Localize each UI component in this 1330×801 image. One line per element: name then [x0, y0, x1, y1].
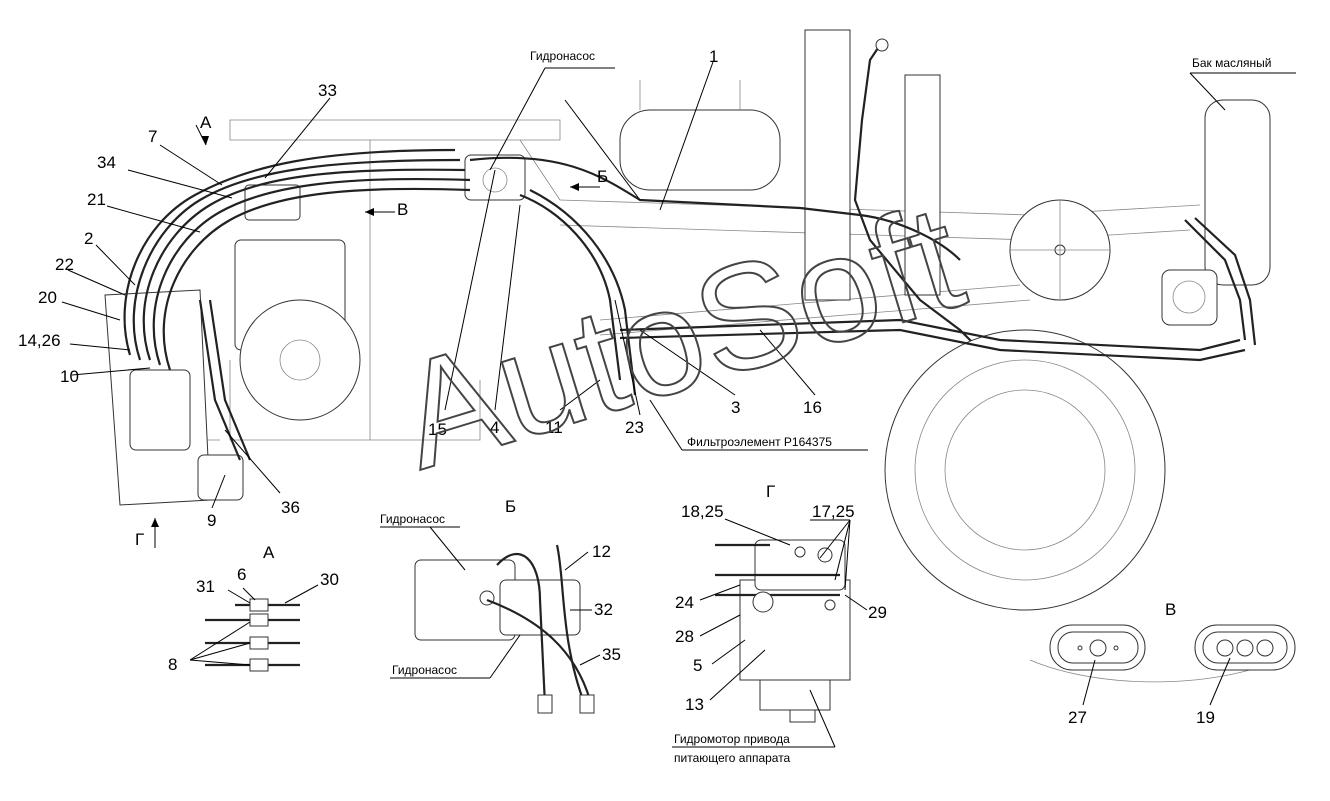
view-a-detail: А	[263, 543, 275, 562]
callout-7: 7	[148, 127, 157, 146]
caption-pump-top: Гидронасос	[530, 49, 595, 63]
callout-11: 11	[545, 418, 563, 437]
hose-bundle	[123, 148, 1257, 461]
engine-block	[234, 239, 361, 421]
vertical-column	[804, 29, 976, 346]
tire	[884, 329, 1166, 611]
callout-13: 13	[685, 695, 704, 714]
callout-9: 9	[207, 511, 216, 530]
callout-22: 22	[55, 255, 74, 274]
view-b-main: Б	[597, 167, 608, 186]
callout-14-26: 14,26	[18, 331, 61, 350]
air-tank	[619, 80, 781, 191]
callout-27: 27	[1068, 708, 1087, 727]
view-v-main: В	[397, 200, 408, 219]
callout-23: 23	[625, 418, 644, 437]
callout-3: 3	[731, 398, 740, 417]
caption-pump-b-upper: Гидронасос	[380, 512, 445, 526]
view-g-detail: Г	[766, 482, 775, 501]
view-g-main: Г	[135, 530, 144, 549]
callout-21: 21	[87, 190, 106, 209]
section-arrows	[151, 124, 600, 548]
callout-12: 12	[592, 542, 611, 561]
view-b-detail: Б	[505, 497, 516, 516]
callout-4: 4	[490, 418, 499, 437]
callout-15: 15	[428, 420, 447, 439]
top-pump	[464, 154, 526, 201]
callout-18-25: 18,25	[681, 502, 724, 521]
callout-20: 20	[38, 288, 57, 307]
detail-v: В 27 19	[1029, 600, 1296, 727]
callout-28: 28	[675, 627, 694, 646]
callout-33: 33	[318, 81, 337, 100]
leader-lines	[61, 61, 1296, 509]
callout-34: 34	[97, 153, 116, 172]
fan-wheel	[1009, 199, 1111, 301]
callout-8: 8	[168, 655, 177, 674]
view-a-main: А	[200, 113, 212, 132]
detail-a: А 31 6 30 8	[168, 543, 339, 674]
caption-filter: Фильтроэлемент Р164375	[687, 435, 832, 449]
callout-19: 19	[1196, 708, 1215, 727]
callout-24: 24	[675, 593, 694, 612]
callout-6: 6	[237, 565, 246, 584]
callout-31: 31	[196, 577, 215, 596]
callout-17-25: 17,25	[812, 502, 855, 521]
callout-29: 29	[868, 603, 887, 622]
left-assembly	[104, 289, 244, 506]
callout-32: 32	[594, 600, 613, 619]
callout-10: 10	[60, 367, 79, 386]
caption-motor-line2: питающего аппарата	[674, 751, 791, 765]
oil-tank	[1204, 99, 1271, 286]
detail-g: Г 18,25 17,25 24 29 28 5 13 Гидромотор п…	[672, 482, 887, 765]
callout-36: 36	[281, 498, 300, 517]
callout-35: 35	[602, 645, 621, 664]
main-view-labels: 1 33 7 34 21 2 22 20 14,26 10 9 36 15 4 …	[18, 47, 1272, 549]
detail-b: Б Гидронасос Гидронасос 12 32 35	[380, 497, 621, 714]
callout-16: 16	[803, 398, 822, 417]
caption-motor-line1: Гидромотор привода	[674, 732, 790, 746]
right-pump	[1161, 269, 1218, 326]
callout-5: 5	[693, 656, 702, 675]
callout-2: 2	[84, 229, 93, 248]
callout-30: 30	[320, 570, 339, 589]
caption-pump-b-lower: Гидронасос	[392, 663, 457, 677]
caption-oil-tank: Бак масляный	[1192, 56, 1272, 70]
callout-1: 1	[709, 47, 718, 66]
view-v-detail: В	[1165, 600, 1176, 619]
